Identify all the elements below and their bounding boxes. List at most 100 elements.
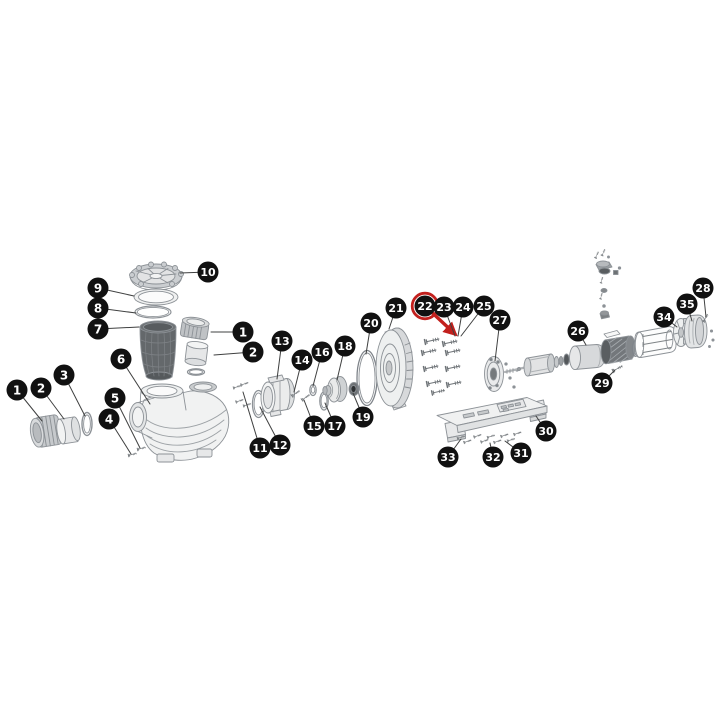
part-pump-housing: [129, 381, 230, 463]
callout-number: 1: [239, 326, 247, 340]
callout-1-outlet[interactable]: 1: [232, 321, 254, 343]
callout-34[interactable]: 34: [653, 306, 675, 328]
callout-number: 35: [679, 298, 694, 311]
callout-number: 27: [492, 314, 507, 327]
callout-number: 26: [570, 325, 586, 338]
callout-circle: [385, 297, 407, 319]
callout-number: 5: [111, 392, 119, 406]
callout-17[interactable]: 17: [324, 415, 346, 437]
callout-21[interactable]: 21: [385, 297, 407, 319]
callout-circle: [692, 277, 714, 299]
callout-2-inlet[interactable]: 2: [30, 377, 52, 399]
callout-20[interactable]: 20: [360, 312, 382, 334]
callout-number: 28: [695, 282, 710, 295]
callout-circle: [291, 349, 313, 371]
callout-number: 8: [94, 302, 102, 316]
callout-number: 22: [417, 300, 432, 313]
callout-number: 30: [538, 425, 554, 438]
callout-5[interactable]: 5: [104, 387, 126, 409]
callout-circle: [489, 309, 511, 331]
part-motor-casing: [634, 326, 677, 358]
callout-1-inlet[interactable]: 1: [6, 379, 28, 401]
callout-4[interactable]: 4: [98, 408, 120, 430]
callout-35[interactable]: 35: [676, 293, 698, 315]
callout-11[interactable]: 11: [249, 437, 271, 459]
part-fan-cover: [683, 314, 708, 349]
part-housing-screws: [232, 381, 252, 408]
callout-number: 11: [252, 442, 267, 455]
callout-number: 10: [200, 266, 216, 279]
callout-24[interactable]: 24: [452, 296, 474, 318]
callout-27[interactable]: 27: [489, 309, 511, 331]
callout-circle: [104, 387, 126, 409]
callout-16[interactable]: 16: [311, 341, 333, 363]
callout-number: 32: [485, 451, 500, 464]
callout-number: 3: [60, 369, 68, 383]
callout-circle: [311, 341, 333, 363]
callout-circle: [269, 434, 291, 456]
part-outlet-union-tail: [184, 340, 209, 367]
callout-number: 15: [306, 420, 321, 433]
callout-circle: [334, 335, 356, 357]
callout-12[interactable]: 12: [269, 434, 291, 456]
callout-8[interactable]: 8: [87, 297, 109, 319]
callout-number: 1: [13, 384, 21, 398]
callout-number: 14: [294, 354, 310, 367]
callout-9[interactable]: 9: [87, 277, 109, 299]
callout-circle: [324, 415, 346, 437]
callout-29[interactable]: 29: [591, 372, 613, 394]
callout-circle: [414, 295, 436, 317]
part-diffuser: [260, 374, 295, 417]
part-motor-front-housing: [569, 344, 606, 371]
part-lid-oring: [134, 305, 172, 319]
callout-23[interactable]: 23: [433, 296, 455, 318]
callout-circle: [591, 372, 613, 394]
callout-30[interactable]: 30: [535, 420, 557, 442]
callout-15[interactable]: 15: [303, 415, 325, 437]
callout-circle: [653, 306, 675, 328]
callout-22[interactable]: 22: [410, 291, 440, 321]
callout-2-outlet[interactable]: 2: [242, 341, 264, 363]
callout-10[interactable]: 10: [197, 261, 219, 283]
callout-circle: [452, 296, 474, 318]
callout-circle: [360, 312, 382, 334]
callout-circle: [242, 341, 264, 363]
callout-13[interactable]: 13: [271, 330, 293, 352]
part-base-screws: [456, 430, 522, 445]
callout-circle: [98, 408, 120, 430]
callout-7[interactable]: 7: [87, 318, 109, 340]
callout-28[interactable]: 28: [692, 277, 714, 299]
callout-18[interactable]: 18: [334, 335, 356, 357]
callout-circle: [249, 437, 271, 459]
callout-14[interactable]: 14: [291, 349, 313, 371]
callout-25[interactable]: 25: [473, 295, 495, 317]
callout-3[interactable]: 3: [53, 364, 75, 386]
callout-6[interactable]: 6: [110, 348, 132, 370]
callout-number: 7: [94, 323, 102, 337]
callout-19[interactable]: 19: [352, 406, 374, 428]
callout-circle: [567, 320, 589, 342]
part-fastener-set: [420, 335, 463, 396]
callout-number: 21: [388, 302, 403, 315]
callout-number: 4: [105, 413, 113, 427]
callout-circle: [53, 364, 75, 386]
part-motor-base: [436, 397, 548, 443]
callout-number: 2: [37, 382, 45, 396]
part-inlet-union-tail: [56, 416, 81, 445]
callout-circle: [6, 379, 28, 401]
callout-number: 20: [363, 317, 379, 330]
callout-circle: [232, 321, 254, 343]
callout-number: 6: [117, 353, 125, 367]
part-strainer-basket: [139, 320, 177, 381]
part-seal-plate: [375, 327, 414, 411]
callout-26[interactable]: 26: [567, 320, 589, 342]
callout-32[interactable]: 32: [482, 446, 504, 468]
callout-33[interactable]: 33: [437, 446, 459, 468]
callout-circle: [352, 406, 374, 428]
part-drain-plug-screws: [127, 445, 147, 458]
callout-circle: [87, 297, 109, 319]
callout-number: 23: [436, 301, 451, 314]
callout-31[interactable]: 31: [510, 442, 532, 464]
